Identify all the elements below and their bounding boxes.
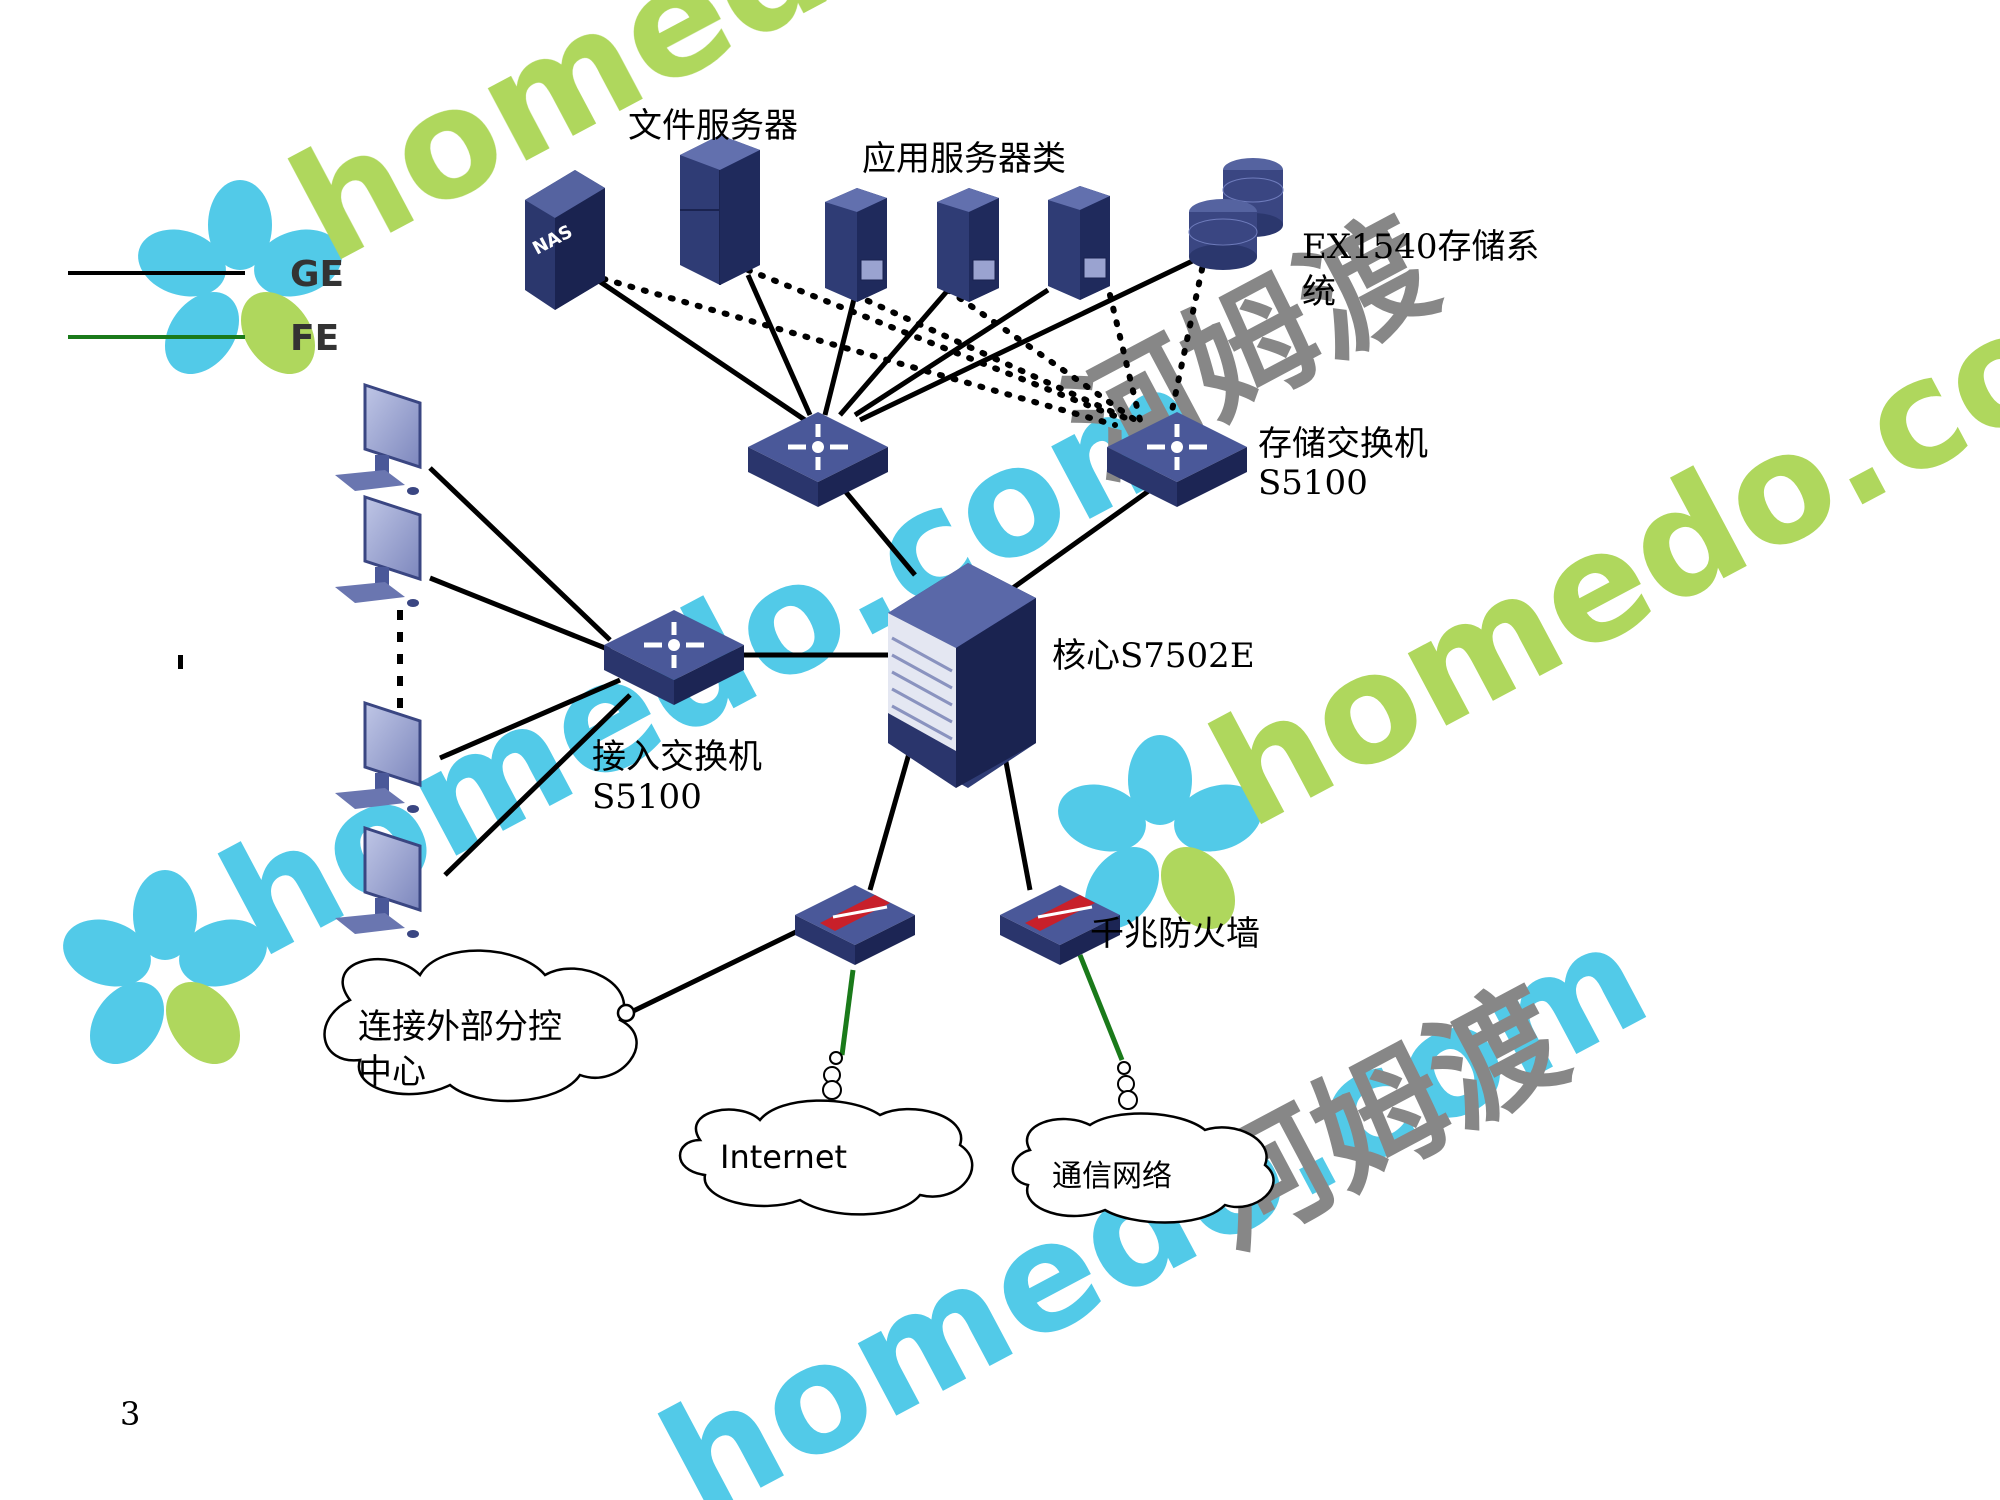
storage-switch-icon: [1107, 412, 1247, 507]
watermark-flower-logo: [138, 180, 342, 374]
legend-ge-label: GE: [290, 254, 344, 295]
nas-server-icon: NAS: [525, 170, 605, 310]
page-number: 3: [120, 1395, 140, 1433]
storage-system-label: EX1540存储系: [1302, 227, 1540, 267]
access-switch-model: S5100: [592, 777, 702, 817]
storage-system-label-2: 统: [1302, 272, 1336, 312]
server-switch-icon: [748, 412, 888, 507]
links-storage-dotted: [397, 252, 1208, 740]
app-server-icon: [825, 188, 887, 302]
watermark-text: homedo.com: [265, 0, 1303, 297]
legend: GE FE: [68, 254, 344, 359]
cloud-external-label-2: 中心: [358, 1052, 426, 1092]
file-server-icon: [680, 135, 760, 285]
cloud-telecom: 通信网络: [1011, 1061, 1275, 1224]
cloud-telecom-label: 通信网络: [1052, 1159, 1172, 1194]
legend-fe-label: FE: [290, 318, 339, 359]
app-server-icon: [937, 188, 999, 302]
storage-disk-icon: [1188, 158, 1284, 270]
core-chassis-icon: [888, 563, 1036, 788]
watermark-flower-logo: [63, 870, 267, 1064]
file-server-label: 文件服务器: [628, 106, 798, 146]
pc-icon: [335, 700, 422, 813]
cloud-external-label: 连接外部分控: [358, 1007, 562, 1047]
firewall-icon: [1000, 885, 1120, 965]
cloud-internet-label: Internet: [720, 1138, 847, 1176]
pc-icon: [335, 825, 422, 938]
watermark: homedo.com homedo.com homedo.com homedo.…: [63, 0, 2000, 1500]
pc-icon: [335, 382, 422, 495]
cloud-external: 连接外部分控 中心: [323, 949, 638, 1103]
links-ge: [428, 252, 1207, 1018]
access-switch-icon: [604, 610, 744, 705]
pc-icon: [335, 494, 422, 607]
links-fe: [839, 954, 1125, 1061]
storage-switch-model: S5100: [1258, 463, 1368, 503]
core-label: 核心S7502E: [1052, 636, 1255, 676]
access-switch-label: 接入交换机: [592, 737, 762, 777]
stray-mark: [178, 655, 183, 669]
app-server-icon: [1048, 186, 1110, 300]
cloud-internet: Internet: [678, 1051, 974, 1216]
firewall-label: 千兆防火墙: [1090, 914, 1260, 954]
storage-switch-label: 存储交换机: [1258, 424, 1428, 464]
firewall-icon: [795, 885, 915, 965]
app-server-label: 应用服务器类: [862, 139, 1066, 179]
